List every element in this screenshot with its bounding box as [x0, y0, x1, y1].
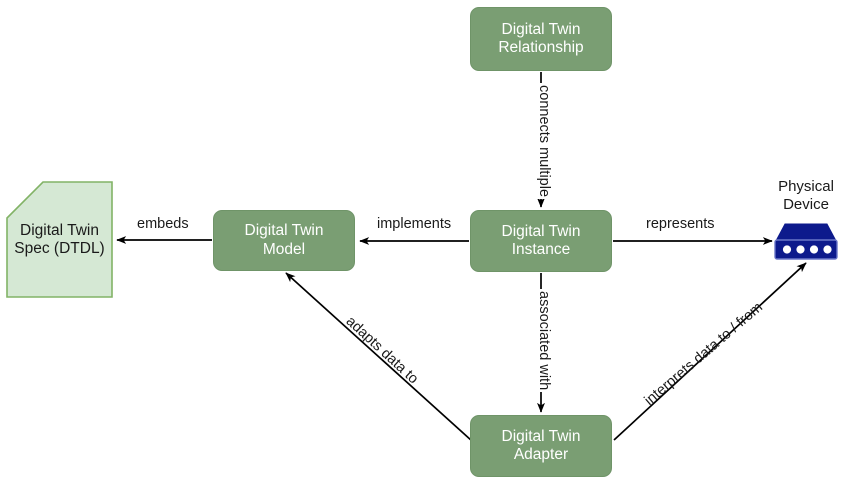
node-instance-line-2: Instance	[511, 241, 571, 258]
node-spec-line-1: Digital Twin	[20, 221, 99, 239]
device-led-3	[809, 245, 819, 254]
node-relationship-line-2: Relationship	[498, 39, 584, 56]
edge-label-connects-multiple: connects multiple	[536, 83, 552, 200]
edge-adapter-to-model	[285, 272, 473, 442]
device-led-4	[823, 245, 832, 254]
node-adapter-line-2: Adapter	[513, 446, 569, 463]
device-led-2	[796, 245, 805, 254]
node-digital-twin-spec[interactable]: Digital Twin Spec (DTDL)	[7, 190, 112, 290]
node-adapter-line-1: Digital Twin	[501, 427, 581, 445]
node-device-line-1: Physical	[778, 178, 834, 195]
node-physical-device[interactable]: Physical Device	[761, 178, 846, 214]
node-relationship-line-1: Digital Twin	[501, 20, 581, 38]
node-digital-twin-model[interactable]: Digital Twin Model	[213, 210, 355, 271]
edge-label-implements: implements	[375, 216, 454, 232]
node-digital-twin-relationship[interactable]: Digital Twin Relationship	[470, 7, 612, 71]
node-spec-shape	[6, 181, 113, 298]
edge-label-represents: represents	[644, 216, 717, 232]
node-model-line-1: Digital Twin	[244, 222, 324, 240]
device-top-shape	[776, 223, 836, 240]
node-instance-line-1: Digital Twin	[501, 222, 581, 240]
device-led-1	[782, 245, 792, 254]
node-spec-line-2: Spec	[14, 240, 50, 257]
edge-label-embeds: embeds	[135, 216, 191, 232]
node-model-line-2: Model	[262, 240, 306, 258]
node-device-line-2: Device	[783, 196, 829, 213]
edge-label-associated-with: associated with	[536, 289, 552, 393]
node-digital-twin-instance[interactable]: Digital Twin Instance	[470, 210, 612, 272]
node-spec-line-3: (DTDL)	[53, 240, 105, 257]
device-body-shape	[774, 239, 838, 260]
edge-adapter-to-device	[613, 262, 807, 441]
node-digital-twin-adapter[interactable]: Digital Twin Adapter	[470, 415, 612, 477]
